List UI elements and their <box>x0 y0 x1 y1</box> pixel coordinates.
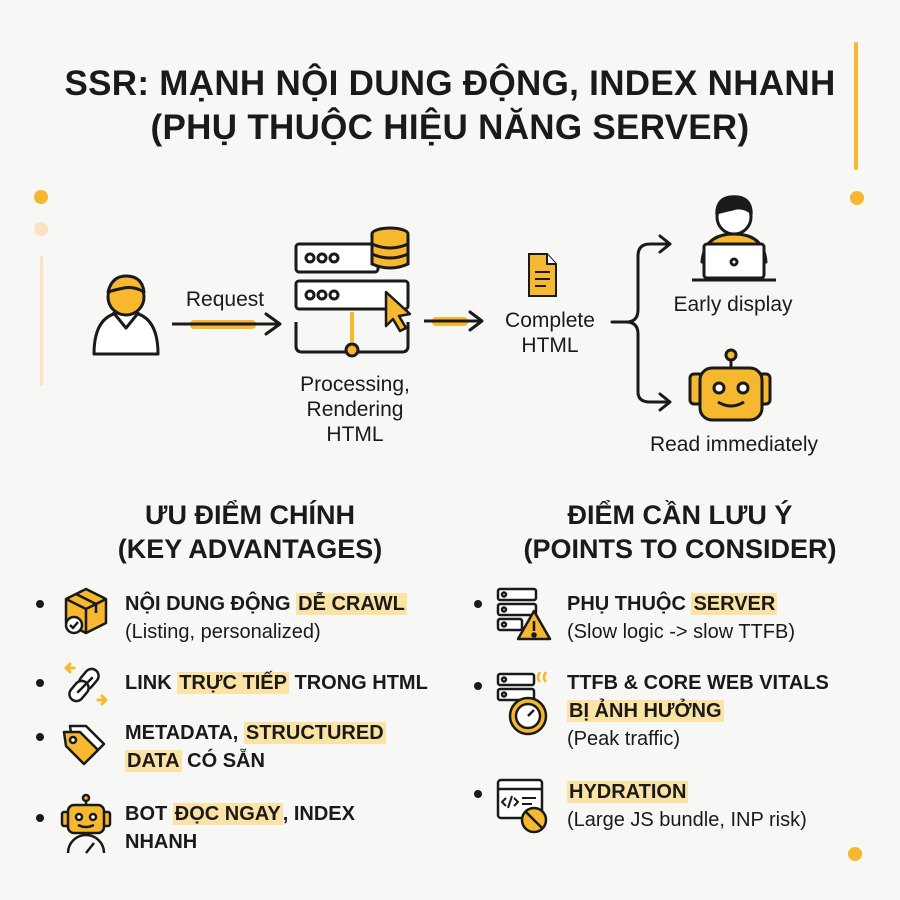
processing-label: Processing, Rendering HTML <box>300 373 410 446</box>
complete-html-label: Complete HTML <box>505 309 595 357</box>
link-icon <box>64 662 108 706</box>
bullet <box>474 600 482 608</box>
bullet <box>36 733 44 741</box>
considerations-heading: ĐIỂM CẦN LƯU Ý (POINTS TO CONSIDER) <box>523 500 837 564</box>
bullet <box>474 790 482 798</box>
consideration-item-2: TTFB & CORE WEB VITALS BỊ ẢNH HƯỞNG (Pea… <box>567 672 829 750</box>
branch-arrows <box>610 234 672 412</box>
read-immediately-label: Read immediately <box>649 433 819 456</box>
flow-diagram <box>92 195 776 422</box>
early-display-label: Early display <box>673 293 793 316</box>
robot-icon <box>688 348 772 422</box>
accent-bar-right <box>854 42 858 170</box>
database-icon <box>370 226 410 270</box>
page-title: SSR: MẠNH NỘI DUNG ĐỘNG, INDEX NHANH (PH… <box>0 62 900 150</box>
advantage-item-2: LINK TRỰC TIẾP TRONG HTML <box>125 672 428 694</box>
advantages-heading: ƯU ĐIỂM CHÍNH (KEY ADVANTAGES) <box>117 500 383 564</box>
bullet <box>474 682 482 690</box>
accent-dot <box>34 190 48 204</box>
server-icon <box>294 242 410 358</box>
accent-dot <box>34 222 48 236</box>
bullet <box>36 814 44 822</box>
user-icon <box>92 274 160 356</box>
title-line-2: (PHỤ THUỘC HIỆU NĂNG SERVER) <box>150 108 750 147</box>
bullet <box>36 679 44 687</box>
server-warning-icon <box>496 587 552 641</box>
title-line-1: SSR: MẠNH NỘI DUNG ĐỘNG, INDEX NHANH <box>64 64 836 103</box>
advantage-item-4: BOT ĐỌC NGAY, INDEX NHANH <box>125 803 355 853</box>
consideration-item-1: PHỤ THUỘC SERVER (Slow logic -> slow TTF… <box>567 593 796 643</box>
code-window-blocked-icon <box>496 778 548 834</box>
accent-dot <box>850 191 864 205</box>
accent-dot <box>848 847 862 861</box>
consideration-item-3: HYDRATION (Large JS bundle, INP risk) <box>567 781 807 831</box>
cursor-icon <box>384 290 412 333</box>
tag-icon <box>62 724 106 766</box>
request-label: Request <box>185 288 265 311</box>
advantage-item-1: NỘI DUNG ĐỘNG DỄ CRAWL (Listing, persona… <box>125 593 407 643</box>
server-gauge-icon <box>496 671 548 736</box>
document-icon <box>528 253 557 297</box>
advantage-item-3: METADATA, STRUCTURED DATA CÓ SẴN <box>125 722 386 772</box>
accent-bar-left <box>40 256 43 386</box>
complete-html-arrow <box>424 310 484 332</box>
package-icon <box>64 587 108 635</box>
robot-speed-icon <box>60 793 112 854</box>
bullet <box>36 600 44 608</box>
laptop-user-icon <box>692 195 776 282</box>
request-arrow <box>172 312 282 336</box>
